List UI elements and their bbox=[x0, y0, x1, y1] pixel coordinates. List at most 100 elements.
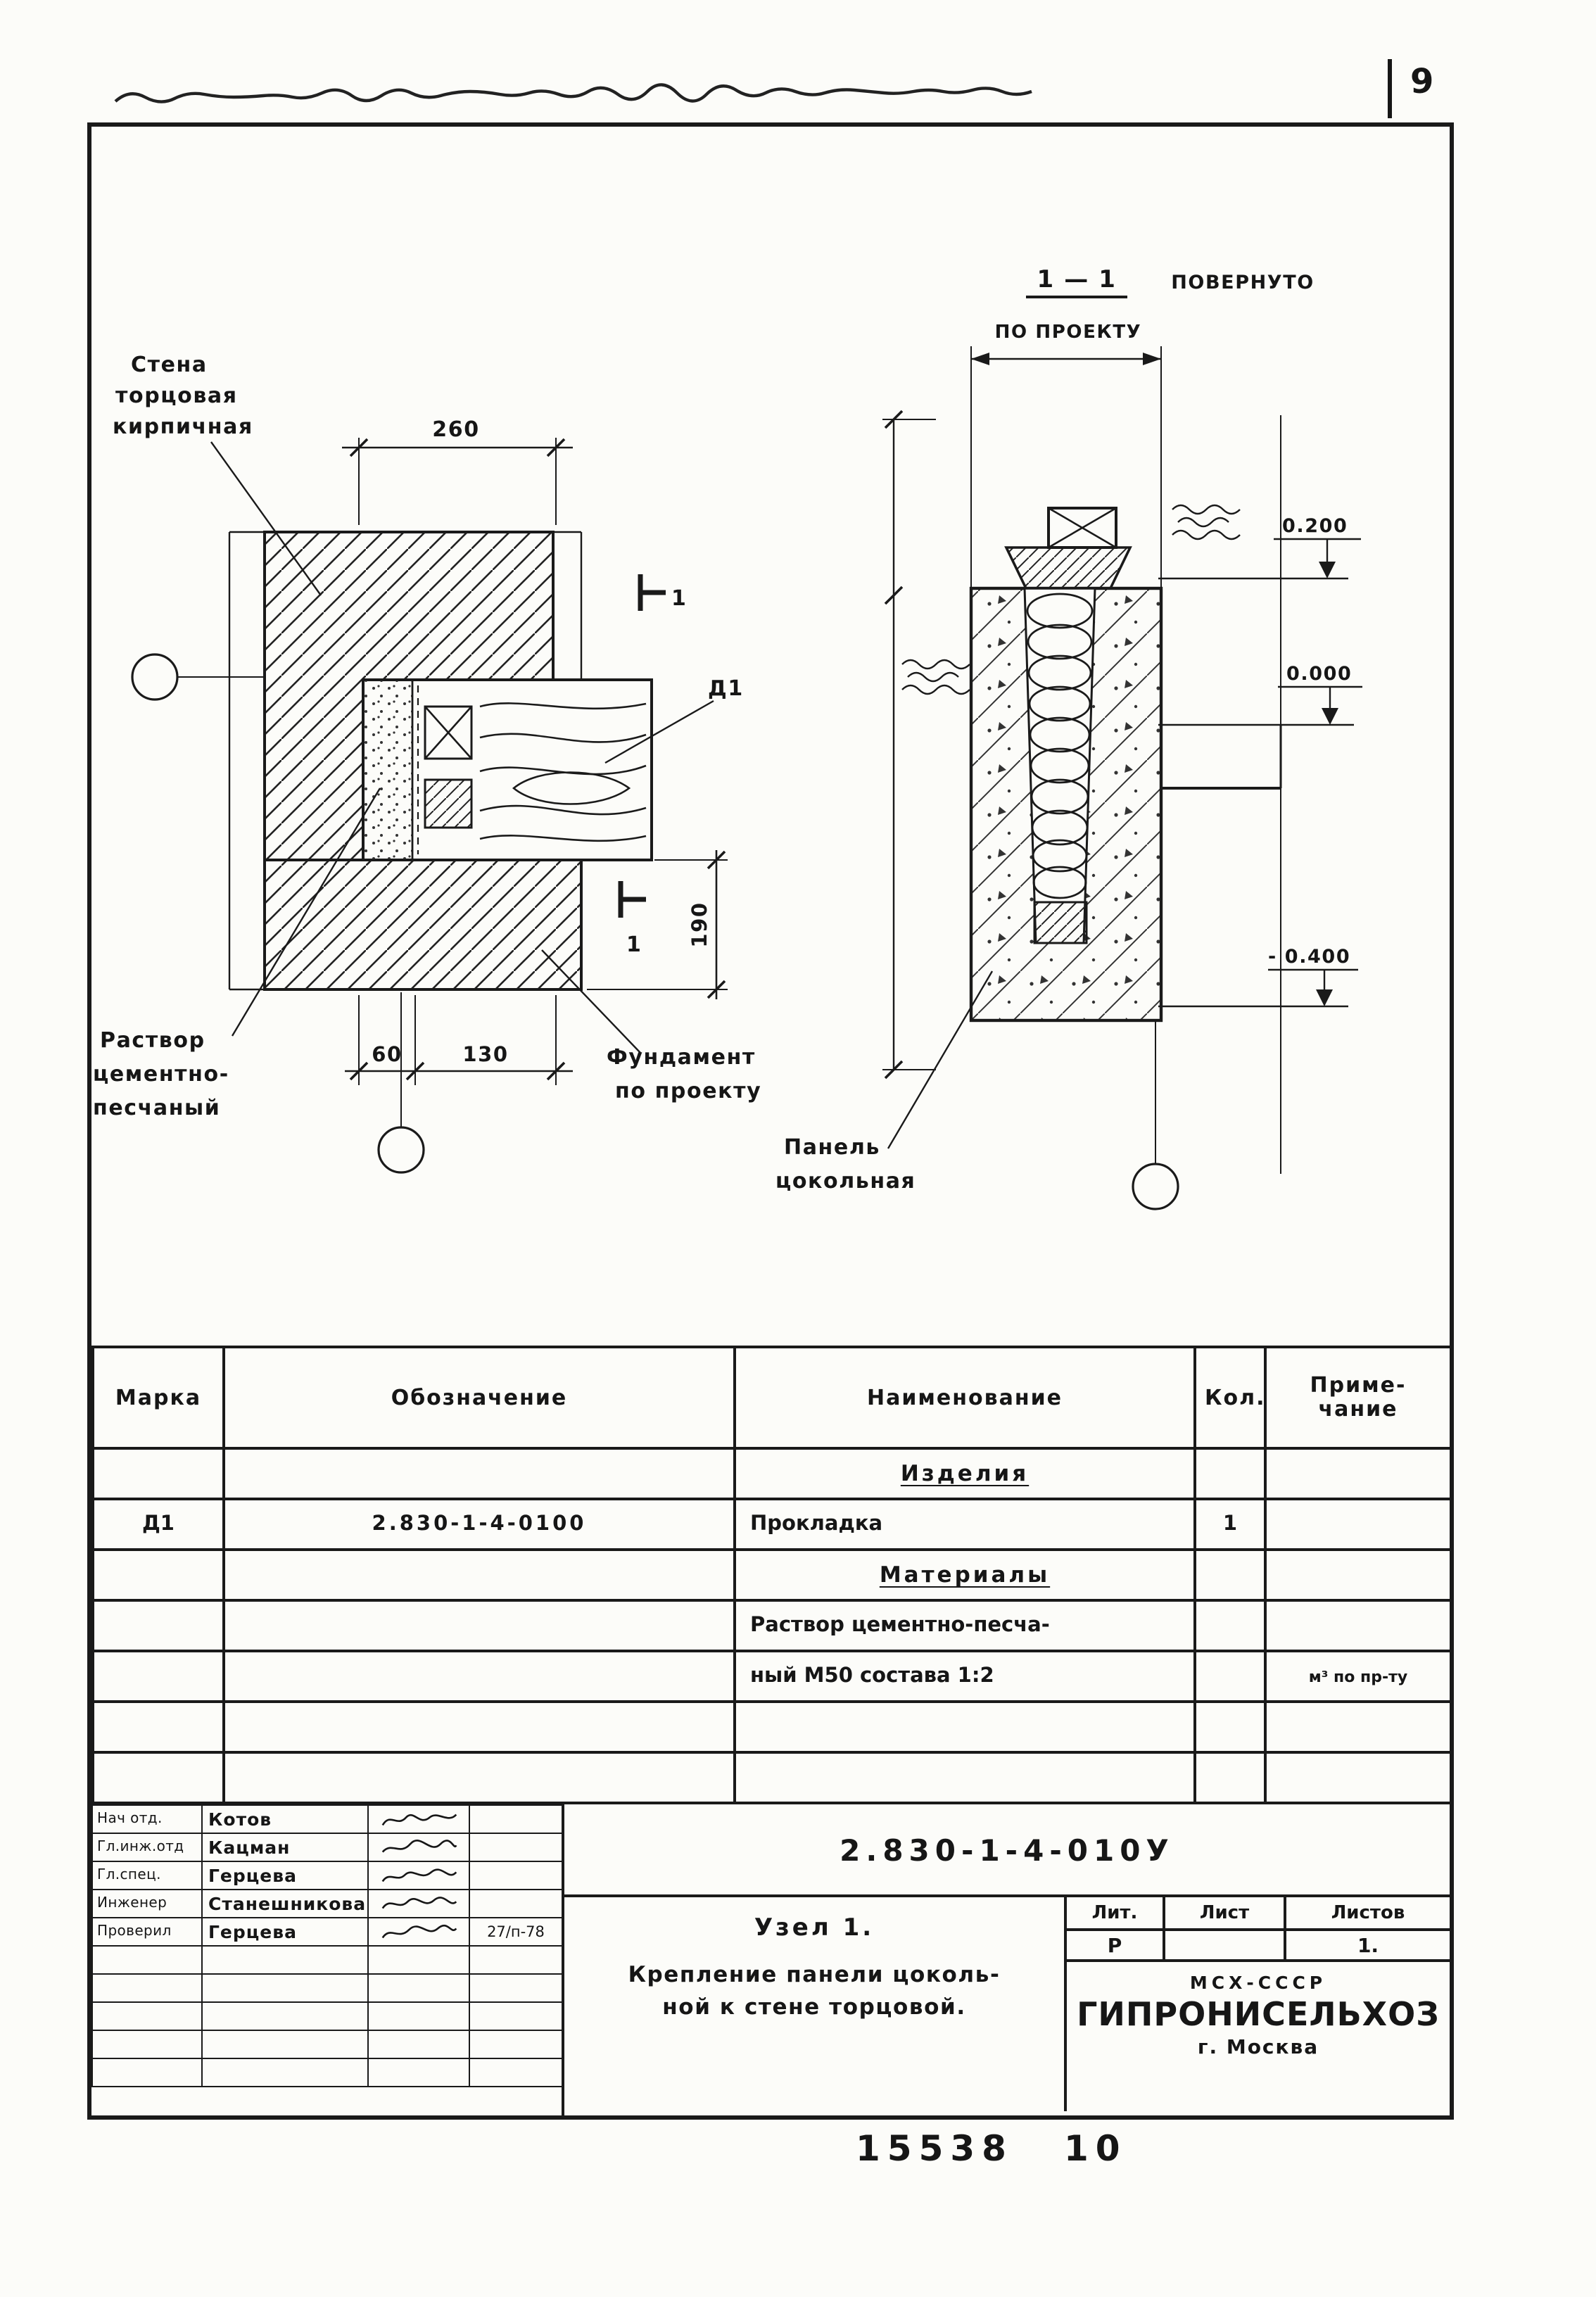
stamp-sheet-label: Лист bbox=[1165, 1897, 1286, 1931]
dimension-190 bbox=[587, 850, 728, 999]
elevation-0000-label: 0.000 bbox=[1286, 663, 1352, 685]
bom-cell-empty bbox=[1264, 1599, 1452, 1652]
mortar-label-line1: Раствор bbox=[100, 1028, 205, 1053]
mortar-label-leader bbox=[231, 787, 381, 1037]
dim-130-label: 130 bbox=[462, 1042, 508, 1066]
bom-cell-empty bbox=[1193, 1599, 1267, 1652]
rotated-note: ПОВЕРНУТО bbox=[1171, 272, 1315, 293]
signature-cell bbox=[367, 1833, 470, 1862]
dim-60-label: 60 bbox=[372, 1042, 403, 1066]
sheet-frame: Стена торцовая кирпичная 260 1 1 Д1 190 … bbox=[87, 122, 1454, 2120]
gasket-d1 bbox=[424, 705, 473, 760]
detail-d1-label: Д1 bbox=[708, 676, 744, 701]
empty-cell bbox=[367, 2058, 470, 2087]
stamp-sheet-value bbox=[1165, 1931, 1286, 1962]
signature-mark bbox=[381, 1813, 457, 1825]
sheet-title-line2: Крепление панели цоколь- bbox=[628, 1962, 1001, 1987]
stamp-sheets-value: 1. bbox=[1286, 1931, 1450, 1962]
signature-row-empty bbox=[91, 2030, 563, 2059]
empty-cell bbox=[201, 1945, 369, 1975]
section-mark-top-label: 1 bbox=[671, 586, 687, 611]
adjoining-slab bbox=[1161, 725, 1282, 790]
empty-cell bbox=[201, 2058, 369, 2087]
bom-header-mark: Марка bbox=[91, 1346, 225, 1450]
bom-row-materials-header: Материалы bbox=[91, 1548, 1452, 1602]
sig-date bbox=[469, 1889, 563, 1918]
bom-d1-designation: 2.830-1-4-0100 bbox=[222, 1498, 736, 1551]
elevation-m0400-label: - 0.400 bbox=[1268, 946, 1350, 968]
axis-marker-bottom bbox=[377, 992, 425, 1174]
signature-mark bbox=[381, 1923, 457, 1938]
top-dim-label: ПО ПРОЕКТУ bbox=[995, 322, 1142, 343]
page-number-divider bbox=[1388, 59, 1392, 118]
stamp-area: Лит. Лист Листов Р 1. МСХ-СССР ГИПРОНИСЕ… bbox=[1067, 1897, 1450, 2111]
sig-role: Инженер bbox=[91, 1889, 203, 1918]
plan-view-labels: Стена торцовая кирпичная 260 1 1 Д1 190 … bbox=[93, 353, 761, 1120]
sig-name: Герцева bbox=[201, 1917, 369, 1947]
empty-cell bbox=[91, 2030, 203, 2059]
wall-label-line3: кирпичная bbox=[113, 415, 253, 439]
bom-material-line1: Раствор цементно-песча- bbox=[733, 1599, 1196, 1652]
bom-section-materials: Материалы bbox=[879, 1562, 1051, 1588]
footer-numbers: 15538 10 bbox=[856, 2128, 1127, 2169]
mortar-label-line2: цементно- bbox=[93, 1062, 229, 1087]
stamp-grid: Лит. Лист Листов Р 1. bbox=[1067, 1897, 1450, 1962]
stamp-lit-value: Р bbox=[1067, 1931, 1165, 1962]
signature-row: Гл.инж.отд Кацман bbox=[91, 1833, 563, 1862]
sig-date-value: 27/п-78 bbox=[469, 1917, 563, 1947]
empty-cell bbox=[201, 2030, 369, 2059]
bom-cell-empty bbox=[91, 1700, 225, 1754]
signature-mark bbox=[381, 1839, 457, 1852]
bom-cell-empty bbox=[222, 1447, 736, 1500]
footer-sheet-number: 10 bbox=[1063, 2128, 1127, 2169]
empty-cell bbox=[367, 1945, 470, 1975]
empty-cell bbox=[91, 2001, 203, 2031]
bom-cell-empty bbox=[1264, 1447, 1452, 1500]
panel-label-line1: Панель bbox=[784, 1135, 880, 1160]
sig-date bbox=[469, 1861, 563, 1890]
empty-cell bbox=[91, 1945, 203, 1975]
signature-mark bbox=[381, 1896, 457, 1909]
org-ministry: МСХ-СССР bbox=[1189, 1972, 1327, 1993]
ground-level-squiggles bbox=[901, 504, 1241, 695]
signature-row: Нач отд. Котов bbox=[91, 1804, 563, 1834]
bom-cell-empty bbox=[91, 1650, 225, 1703]
dim-190-label: 190 bbox=[688, 901, 711, 947]
org-name: ГИПРОНИСЕЛЬХОЗ bbox=[1077, 1997, 1440, 2034]
title-block: Нач отд. Котов Гл.инж.отд Кацман Гл.спец… bbox=[91, 1804, 1450, 2115]
dimension-60-130 bbox=[345, 995, 573, 1085]
empty-cell bbox=[201, 2001, 369, 2031]
panel-label-leader bbox=[887, 970, 994, 1149]
bom-cell-empty bbox=[1264, 1498, 1452, 1551]
sig-date bbox=[469, 1804, 563, 1834]
org-city: г. Москва bbox=[1197, 2037, 1319, 2059]
bom-row-material-line1: Раствор цементно-песча- bbox=[91, 1599, 1452, 1652]
panel-label-line2: цокольная bbox=[775, 1169, 916, 1194]
sig-role: Проверил bbox=[91, 1917, 203, 1947]
sig-role: Гл.спец. bbox=[91, 1861, 203, 1890]
bom-header-qty: Кол. bbox=[1193, 1346, 1267, 1450]
dimension-260 bbox=[342, 438, 573, 525]
bom-cell-empty bbox=[1193, 1447, 1267, 1500]
bom-cell-empty bbox=[1193, 1751, 1267, 1804]
signature-row-empty bbox=[91, 1973, 563, 2003]
foundation-label-leader bbox=[541, 949, 641, 1053]
signature-cell bbox=[367, 1917, 470, 1947]
bom-row-empty bbox=[91, 1751, 1452, 1804]
bom-cell-empty bbox=[733, 1700, 1196, 1754]
sig-name: Станешникова bbox=[201, 1889, 369, 1918]
empty-cell bbox=[367, 1973, 470, 2003]
bom-row-products-header: Изделия bbox=[91, 1447, 1452, 1500]
foundation-label-line1: Фундамент bbox=[607, 1045, 756, 1070]
bom-cell-empty bbox=[1264, 1700, 1452, 1754]
bom-header-name: Наименование bbox=[733, 1346, 1196, 1450]
plan-view bbox=[131, 438, 728, 1174]
bom-d1-qty: 1 bbox=[1193, 1498, 1267, 1551]
sig-name: Котов bbox=[201, 1804, 369, 1834]
bom-row-d1: Д1 2.830-1-4-0100 Прокладка 1 bbox=[91, 1498, 1452, 1551]
bom-cell-empty bbox=[1264, 1751, 1452, 1804]
foundation-hatch bbox=[263, 859, 583, 991]
torn-edge-line bbox=[114, 83, 1032, 103]
anchor-coil bbox=[1026, 593, 1094, 899]
signature-table: Нач отд. Котов Гл.инж.отд Кацман Гл.спец… bbox=[91, 1804, 563, 2087]
